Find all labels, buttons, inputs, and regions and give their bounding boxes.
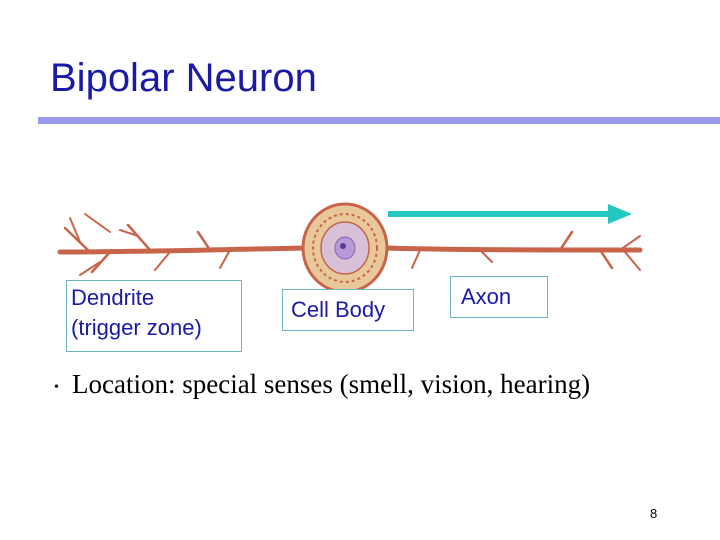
neuron-processes xyxy=(57,213,643,276)
bullet-text: Location: special senses (smell, vision,… xyxy=(72,369,591,399)
direction-arrow xyxy=(388,204,632,224)
cell-body-shape xyxy=(301,202,389,294)
page-number: 8 xyxy=(650,506,658,521)
cell-body-label: Cell Body xyxy=(282,289,414,331)
cell-body-label-text: Cell Body xyxy=(291,297,386,322)
axon-label-text: Axon xyxy=(461,284,512,309)
bullet-dot-icon: • xyxy=(54,380,59,395)
axon-label: Axon xyxy=(450,276,548,318)
slide-title: Bipolar Neuron xyxy=(50,56,317,100)
dendrite-label-text: Dendrite (trigger zone) xyxy=(71,285,202,340)
dendrite-label: Dendrite (trigger zone) xyxy=(66,280,242,352)
title-underline xyxy=(38,117,720,124)
